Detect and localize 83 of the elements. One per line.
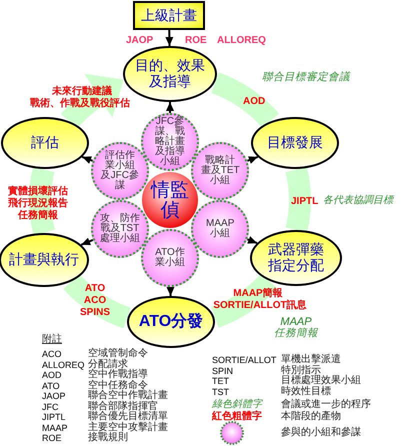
glossary-definition: 單機出擊派遣 bbox=[281, 355, 341, 365]
glossary-term: SPIN bbox=[212, 366, 234, 376]
legend-text: 會議或進一步的程序 bbox=[281, 399, 371, 410]
glossary-definition: 聯合部隊指揮官 bbox=[88, 402, 158, 412]
circle-label: 評估作業小組及JFC參謀 bbox=[100, 151, 140, 191]
product-label: ATO bbox=[84, 283, 106, 294]
glossary-term: MAAP bbox=[42, 422, 68, 433]
product-label: ACO bbox=[84, 295, 106, 306]
process-box bbox=[133, 1, 205, 30]
input-label: ROE bbox=[185, 35, 207, 46]
glossary-definition: 空域管制命令 bbox=[88, 349, 148, 359]
product-label: 實體損壞評估 bbox=[8, 186, 68, 197]
arrow bbox=[82, 156, 93, 164]
glossary-term: SORTIE/ALLOT bbox=[212, 355, 276, 366]
team-circle bbox=[141, 113, 199, 171]
product-label: SORTIE/ALLOT訊息 bbox=[213, 300, 307, 311]
process-label: 各代表協調目標 bbox=[323, 195, 393, 206]
process-ellipse bbox=[1, 117, 89, 169]
product-label: 戰術、作戰及戰役評估 bbox=[30, 98, 130, 109]
glossary-definition: 聯合空中作戰計畫 bbox=[88, 391, 168, 401]
ellipse-label: ATO分發 bbox=[138, 313, 204, 331]
arrow bbox=[246, 236, 258, 244]
product-label: JIPTL bbox=[291, 196, 318, 207]
glossary-definition: 分配請求 bbox=[88, 360, 128, 370]
ellipse-label: 目的、效果及指導 bbox=[134, 58, 206, 90]
glossary-term: ALLOREQ bbox=[42, 360, 85, 370]
arrow bbox=[80, 238, 94, 246]
glossary-definition: 接戰規則 bbox=[88, 433, 128, 444]
arrow bbox=[165, 30, 174, 46]
product-label: 未來行動建議 bbox=[52, 86, 112, 97]
product-label: 飛行現況報告 bbox=[8, 198, 68, 209]
glossary-definition: 聯合優先目標清單 bbox=[88, 412, 168, 422]
circle-label: 攻、防作戰及TST處理小組 bbox=[99, 214, 140, 244]
process-ellipse bbox=[127, 296, 215, 348]
glossary-term: JAOP bbox=[42, 391, 66, 402]
glossary-term: ACO bbox=[42, 349, 62, 360]
arrow bbox=[247, 156, 258, 164]
team-circle bbox=[90, 142, 149, 200]
ellipse-label: 武器彈藥指定分配 bbox=[267, 242, 325, 274]
glossary-definition: 空中任務命令 bbox=[88, 380, 148, 390]
glossary-term: AOD bbox=[42, 370, 62, 380]
process-label: 任務簡報 bbox=[274, 328, 318, 340]
product-label: SPINS bbox=[80, 307, 110, 318]
glossary-term: ROE bbox=[42, 433, 62, 444]
notes-heading: 附註 bbox=[42, 334, 62, 345]
team-circle bbox=[141, 229, 199, 287]
circle-label: JFC參謀、戰略計畫及指導小組 bbox=[154, 117, 186, 167]
glossary-definition: 目標處理效果小組 bbox=[281, 376, 361, 386]
glossary-definition: 空中作戰指導 bbox=[88, 370, 148, 380]
circle-label: 戰略計畫及TET小組 bbox=[200, 156, 240, 186]
arrow bbox=[166, 286, 174, 296]
legend-text: 本階段的產物 bbox=[281, 410, 341, 422]
ellipse-label: 評估 bbox=[30, 135, 60, 151]
arrow bbox=[166, 102, 174, 113]
product-label: 任務簡報 bbox=[18, 210, 58, 221]
glossary-definition: 主要空中攻擊計畫 bbox=[88, 422, 168, 432]
glossary-term: TET bbox=[212, 376, 229, 386]
circle-label: ATO作業小組 bbox=[155, 248, 185, 268]
box-label: 上級計畫 bbox=[140, 8, 198, 24]
process-label: 聯合目標審定會議 bbox=[262, 72, 350, 84]
glossary-term: JIPTL bbox=[42, 412, 66, 422]
glossary-term: JFC bbox=[42, 402, 58, 412]
team-circle bbox=[191, 200, 250, 258]
product-label: AOD bbox=[243, 96, 266, 107]
team-circle bbox=[191, 142, 250, 200]
input-label: JAOP bbox=[126, 35, 154, 46]
glossary-definition: 特別指示 bbox=[281, 366, 321, 376]
process-ellipse bbox=[251, 117, 339, 169]
legend-sample-text: 綠色斜體字 bbox=[212, 399, 262, 410]
legend-sample-text: 紅色粗體字 bbox=[212, 410, 262, 422]
ellipse-label: 目標發展 bbox=[266, 135, 324, 151]
hub-label: 情監偵 bbox=[150, 180, 190, 220]
process-label: MAAP bbox=[280, 316, 312, 328]
glossary-term: TST bbox=[212, 386, 229, 397]
hub-circle bbox=[142, 172, 198, 228]
legend-text: 參與的小組和參謀 bbox=[281, 427, 361, 438]
glossary-term: ATO bbox=[42, 380, 60, 391]
product-label: MAAP簡報 bbox=[233, 288, 283, 299]
team-circle bbox=[90, 200, 149, 258]
input-label: ALLOREQ bbox=[217, 35, 266, 46]
circle-label: MAAP小組 bbox=[205, 219, 236, 239]
glossary-definition: 時效性目標 bbox=[281, 386, 331, 397]
ellipse-label: 計畫與執行 bbox=[8, 252, 80, 268]
